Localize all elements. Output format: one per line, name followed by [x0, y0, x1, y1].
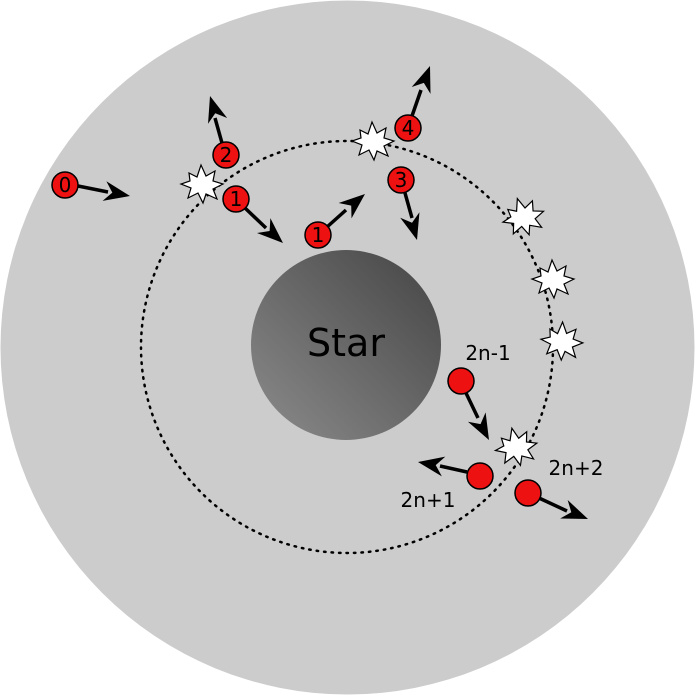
label-2n-minus-1: 2n-1	[465, 341, 510, 365]
particle-2n-plus-1	[416, 452, 494, 490]
particle-2-label: 2	[220, 143, 233, 167]
label-2n-plus-2: 2n+2	[549, 456, 604, 480]
particle-4: 4	[394, 62, 440, 142]
particle-2n-plus-2	[514, 479, 592, 529]
particle-2n-minus-1	[447, 367, 498, 445]
label-2n-plus-1: 2n+1	[401, 488, 456, 512]
particle-1-second-label: 1	[312, 223, 325, 247]
particle-1-first: 1	[222, 185, 290, 251]
star-label: Star	[307, 321, 385, 365]
particle-0: 0	[51, 171, 132, 206]
particle-1-first-label: 1	[230, 187, 243, 211]
particle-0-label: 0	[59, 173, 72, 197]
particle-3: 3	[387, 166, 427, 243]
particle-3-label: 3	[395, 168, 408, 192]
star	[251, 250, 441, 440]
particle-1-second: 1	[304, 186, 372, 249]
particle-4-label: 4	[402, 116, 415, 140]
particle-2: 2	[200, 93, 240, 169]
